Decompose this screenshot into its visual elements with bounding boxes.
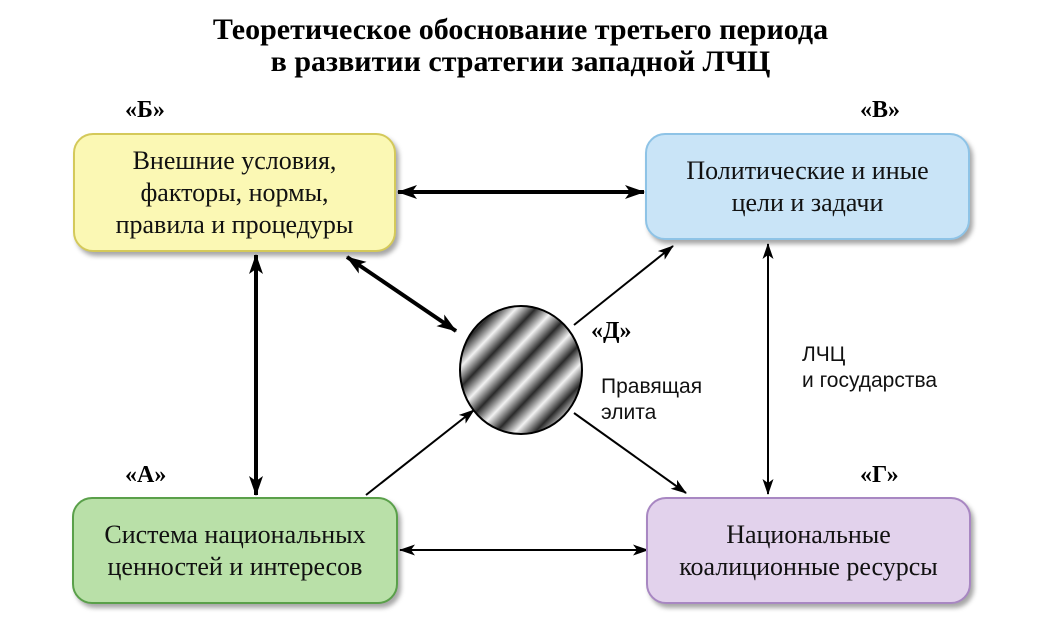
- elite-ellipse: [459, 305, 583, 435]
- node-coalition-resources: Национальные коалиционные ресурсы: [646, 497, 971, 604]
- node-g-line-2: коалиционные ресурсы: [679, 551, 938, 581]
- node-b-line-2: факторы, нормы,: [140, 177, 329, 207]
- side-label-line-2: и государства: [802, 369, 938, 392]
- label-b: «Б»: [125, 97, 165, 123]
- arrow-b-d: [345, 255, 458, 333]
- elite-label: Правящая элита: [601, 374, 702, 426]
- node-g-line-1: Национальные: [726, 519, 891, 549]
- label-d: «Д»: [591, 318, 632, 344]
- node-external-conditions: Внешние условия, факторы, нормы, правила…: [73, 133, 396, 252]
- arrow-d-v: [573, 245, 674, 326]
- node-a-line-1: Система национальных: [104, 519, 366, 549]
- arrow-d-g: [573, 412, 687, 494]
- civilization-state-label: ЛЧЦ и государства: [802, 342, 937, 394]
- elite-label-line-2: элита: [601, 401, 657, 424]
- title-line-2: в развитии стратегии западной ЛЧЦ: [270, 45, 771, 78]
- node-political-goals: Политические и иные цели и задачи: [645, 133, 970, 240]
- arrow-a-d: [365, 409, 475, 496]
- label-v: «В»: [860, 97, 901, 123]
- node-b-line-1: Внешние условия,: [132, 145, 337, 175]
- diagram-title: Теоретическое обоснование третьего перио…: [0, 14, 1041, 78]
- title-line-1: Теоретическое обоснование третьего перио…: [212, 13, 829, 46]
- label-a: «А»: [125, 462, 167, 488]
- node-national-values: Система национальных ценностей и интерес…: [72, 497, 398, 604]
- side-label-line-1: ЛЧЦ: [802, 343, 846, 366]
- node-v-line-1: Политические и иные: [686, 155, 929, 185]
- label-g: «Г»: [860, 462, 899, 488]
- node-v-line-2: цели и задачи: [731, 187, 884, 217]
- elite-label-line-1: Правящая: [601, 375, 703, 398]
- node-a-line-2: ценностей и интересов: [107, 551, 363, 581]
- node-b-line-3: правила и процедуры: [115, 209, 354, 239]
